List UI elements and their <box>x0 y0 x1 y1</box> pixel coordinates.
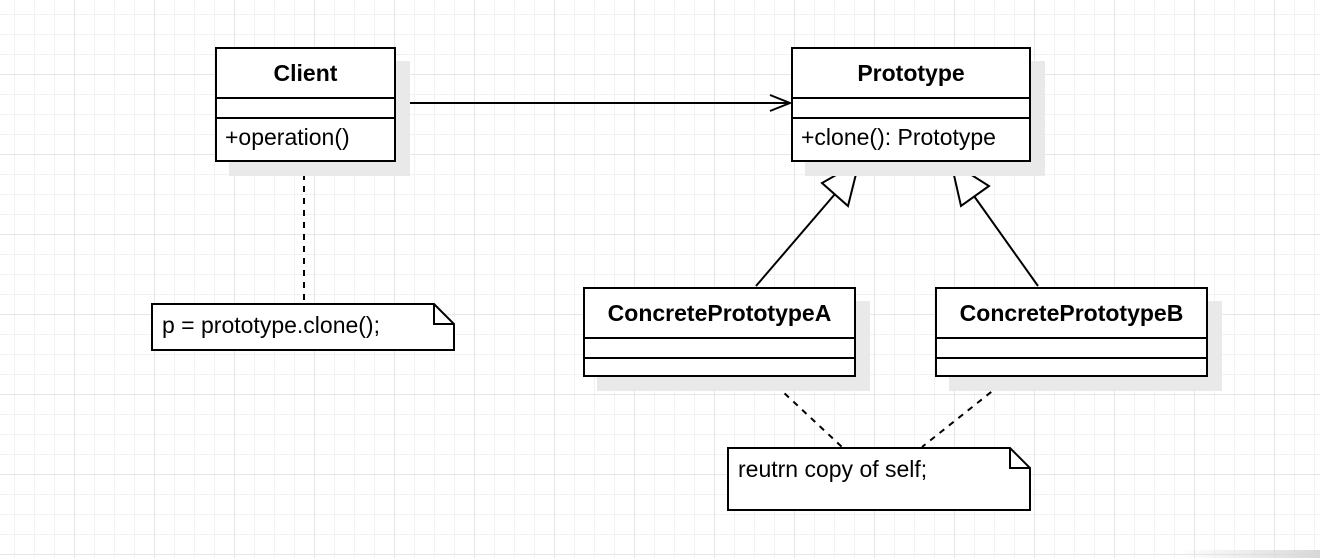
client-note-shape[interactable] <box>151 303 455 351</box>
concrete-note-shape[interactable] <box>727 447 1031 511</box>
generalization-line-b[interactable] <box>973 195 1039 287</box>
generalization-arrowhead-a <box>820 159 861 208</box>
class-operation: +operation() <box>225 124 350 150</box>
note-link-concrete-b[interactable] <box>921 376 1011 448</box>
concrete-note-text: reutrn copy of self; <box>738 456 928 482</box>
note-link-concrete-a[interactable] <box>766 376 843 448</box>
class-operations <box>937 359 1206 375</box>
concrete-prototype-a-class[interactable]: ConcretePrototypeA <box>583 287 856 377</box>
concrete-prototype-b-class[interactable]: ConcretePrototypeB <box>935 287 1208 377</box>
client-class[interactable]: Client +operation() <box>215 47 396 162</box>
class-attributes <box>217 99 394 119</box>
client-note-text: p = prototype.clone(); <box>162 312 380 338</box>
prototype-class[interactable]: Prototype +clone(): Prototype <box>791 47 1031 162</box>
class-operations <box>585 359 854 375</box>
class-name: Client <box>217 49 394 99</box>
class-name: ConcretePrototypeA <box>585 289 854 339</box>
class-name: ConcretePrototypeB <box>937 289 1206 339</box>
class-attributes <box>937 339 1206 359</box>
canvas-corner-shadow <box>1180 550 1320 558</box>
class-attributes <box>585 339 854 359</box>
association-arrowhead <box>769 94 793 112</box>
generalization-arrowhead-b <box>949 159 991 208</box>
generalization-line-a[interactable] <box>755 193 836 287</box>
class-attributes <box>793 99 1029 119</box>
class-name: Prototype <box>793 49 1029 99</box>
class-operation: +clone(): Prototype <box>801 124 996 150</box>
